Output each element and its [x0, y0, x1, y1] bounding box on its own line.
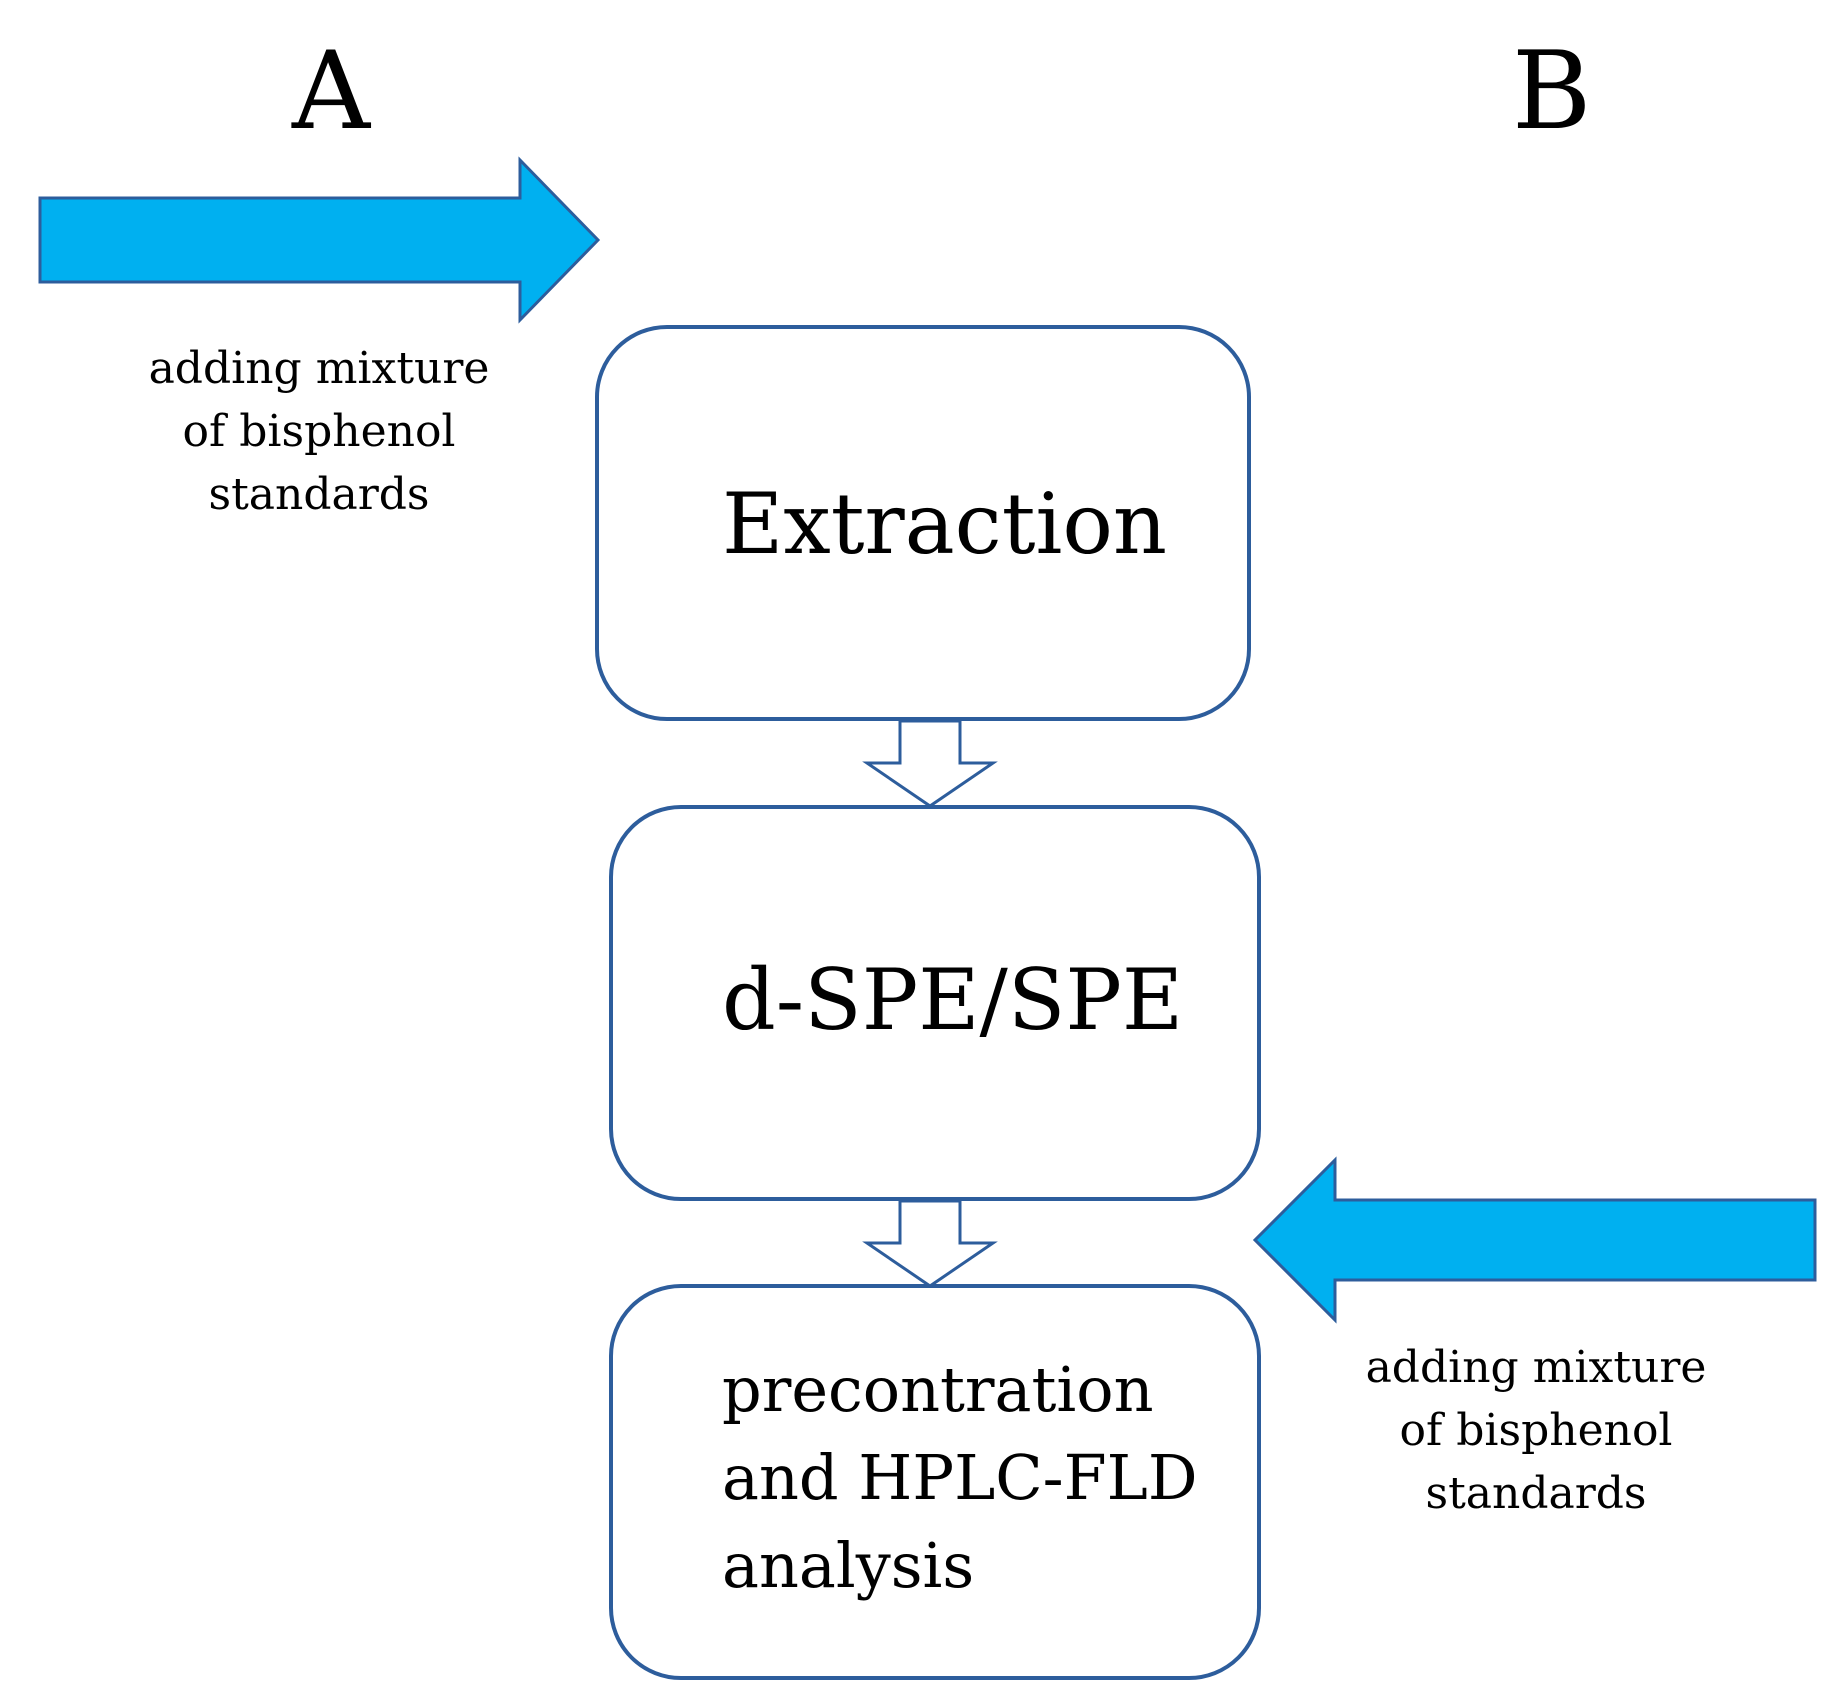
- note-a-line: adding mixture: [148, 343, 490, 394]
- step-box-dspe: [609, 805, 1261, 1201]
- step-label-extraction: Extraction: [722, 475, 1168, 573]
- note-b-line: adding mixture: [1365, 1342, 1707, 1393]
- note-b-line: standards: [1425, 1468, 1647, 1519]
- step-label-analysis-line: analysis: [722, 1529, 975, 1602]
- note-a: adding mixture of bisphenol standards: [109, 337, 529, 526]
- addition-arrow-b: [1252, 1156, 1817, 1324]
- flow-arrow-1: [862, 719, 998, 808]
- flow-arrow-2: [862, 1199, 998, 1288]
- step-label-analysis-line: precontration: [722, 1353, 1154, 1426]
- note-b-line: of bisphenol: [1399, 1405, 1673, 1456]
- step-box-analysis: [609, 1284, 1261, 1680]
- step-label-analysis-line: and HPLC-FLD: [722, 1441, 1198, 1514]
- note-a-line: of bisphenol: [182, 406, 456, 457]
- step-label-analysis: precontration and HPLC-FLD analysis: [722, 1346, 1198, 1610]
- note-b: adding mixture of bisphenol standards: [1326, 1336, 1746, 1525]
- panel-label-b: B: [1512, 29, 1592, 154]
- step-label-dspe: d-SPE/SPE: [722, 951, 1184, 1049]
- note-a-line: standards: [208, 469, 430, 520]
- panel-label-a: A: [292, 29, 370, 154]
- step-box-extraction: [595, 325, 1251, 721]
- addition-arrow-a: [38, 156, 601, 324]
